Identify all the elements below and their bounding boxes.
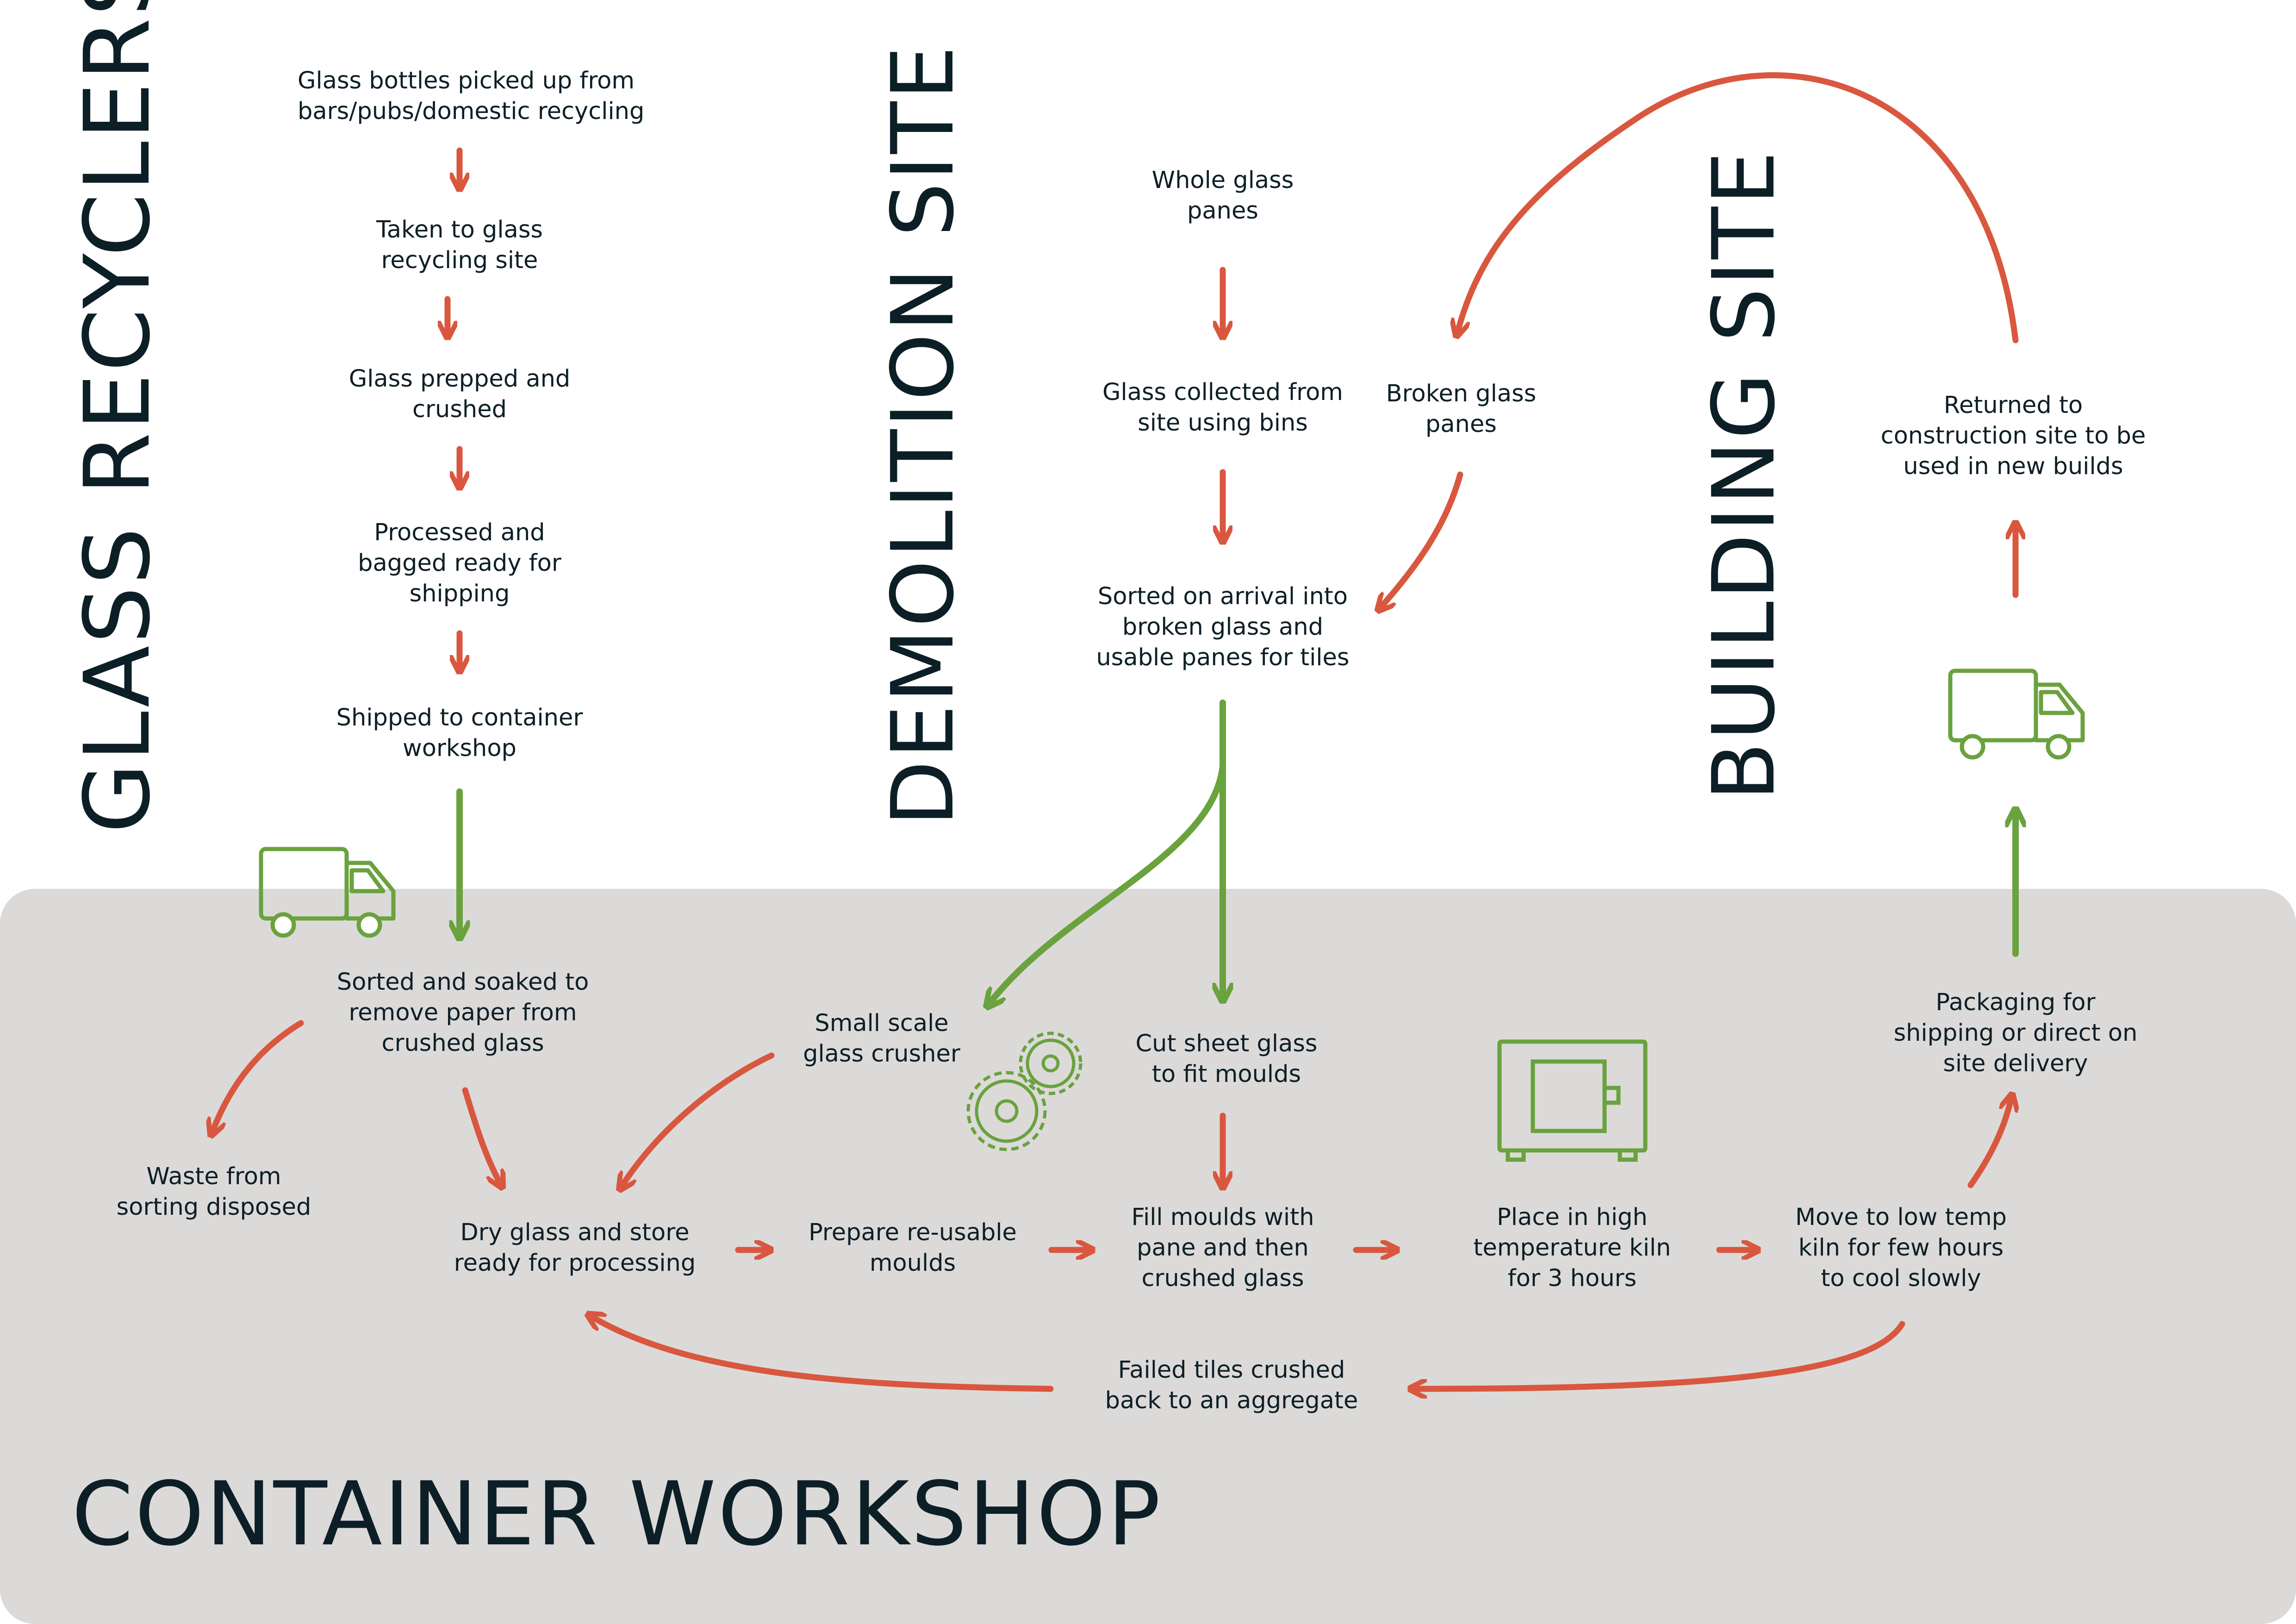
arrow-broken-to-sorted <box>1381 471 1463 606</box>
arrow-building-loop-to-broken <box>1458 72 2019 344</box>
arrow-sorted-to-crusher <box>990 763 1226 1002</box>
truck-icon <box>259 847 396 938</box>
container-workshop-area <box>0 889 2296 1624</box>
kiln-icon <box>1497 1039 1648 1162</box>
arrow-low-kiln-to-packaging <box>1967 1099 2011 1188</box>
zone-label-building-site: BUILDING SITE <box>1694 149 1794 801</box>
arrow-crusher-to-dry <box>622 1052 775 1185</box>
gears-icon <box>966 1031 1083 1151</box>
zone-label-glass-recyclers: GLASS RECYCLERS <box>65 0 170 833</box>
truck-icon <box>1948 668 2085 760</box>
arrow-sorted-to-dry <box>462 1087 500 1183</box>
arrow-low-kiln-to-failed <box>1415 1321 1905 1389</box>
zone-label-container-workshop: CONTAINER WORKSHOP <box>72 1463 1163 1565</box>
zone-label-demolition-site: DEMOLITION SITE <box>873 44 973 826</box>
arrow-failed-to-dry <box>592 1317 1054 1392</box>
arrow-sorted-to-waste <box>213 1020 304 1131</box>
